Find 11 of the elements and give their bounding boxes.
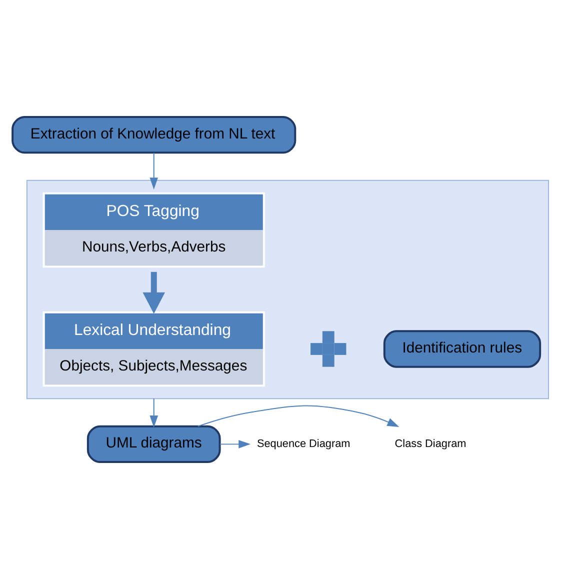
node-box: UML diagrams xyxy=(86,425,221,464)
node-text: Sequence Diagram xyxy=(256,438,350,450)
arrow xyxy=(219,440,251,448)
node-text: Class Diagram xyxy=(394,438,466,450)
node-box: Extraction of Knowledge from NL text xyxy=(12,116,296,154)
arrow xyxy=(197,405,400,427)
arrow xyxy=(150,152,158,190)
node-box: Identification rules xyxy=(383,330,542,368)
arrow xyxy=(150,398,158,428)
cluster xyxy=(26,180,549,400)
arrow xyxy=(142,272,166,314)
